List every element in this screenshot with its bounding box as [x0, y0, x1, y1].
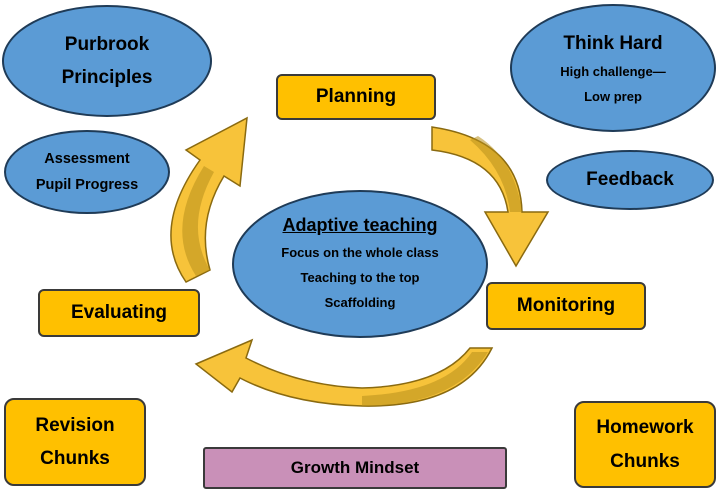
monitoring-box: Monitoring — [486, 282, 646, 330]
focus-whole-class-text: Focus on the whole class — [281, 245, 439, 261]
purbrook-text: Purbrook — [64, 33, 150, 55]
monitoring-label: Monitoring — [516, 295, 616, 317]
feedback-text: Feedback — [586, 169, 674, 191]
pupil-progress-text: Pupil Progress — [35, 177, 139, 193]
growth-mindset-box: Growth Mindset — [203, 447, 507, 489]
adaptive-teaching-ellipse: Adaptive teaching Focus on the whole cla… — [232, 190, 488, 338]
homework-chunks-text: Chunks — [610, 450, 680, 472]
assessment-text: Assessment — [44, 150, 130, 167]
planning-box: Planning — [276, 74, 436, 120]
planning-label: Planning — [315, 86, 397, 108]
growth-mindset-label: Growth Mindset — [290, 458, 420, 477]
principles-text: Principles — [61, 67, 153, 88]
think-hard-ellipse: Think Hard High challenge— Low prep — [510, 4, 716, 132]
feedback-ellipse: Feedback — [546, 150, 714, 210]
purbrook-principles-ellipse: Purbrook Principles — [2, 5, 212, 117]
evaluating-box: Evaluating — [38, 289, 200, 337]
think-hard-title: Think Hard — [563, 32, 663, 54]
low-prep-text: Low prep — [584, 88, 642, 104]
high-challenge-text: High challenge— — [560, 63, 666, 79]
homework-text: Homework — [596, 417, 694, 439]
revision-chunks-text: Chunks — [40, 448, 110, 469]
teaching-to-top-text: Teaching to the top — [300, 270, 420, 286]
scaffolding-text: Scaffolding — [324, 294, 396, 310]
homework-chunks-box: Homework Chunks — [574, 401, 716, 488]
revision-text: Revision — [35, 414, 115, 436]
evaluating-label: Evaluating — [70, 302, 168, 324]
assessment-ellipse: Assessment Pupil Progress — [4, 130, 170, 214]
curved-arrow-monitoring-to-evaluating — [194, 338, 494, 407]
adaptive-teaching-title: Adaptive teaching — [282, 215, 438, 236]
revision-chunks-box: Revision Chunks — [4, 398, 146, 486]
